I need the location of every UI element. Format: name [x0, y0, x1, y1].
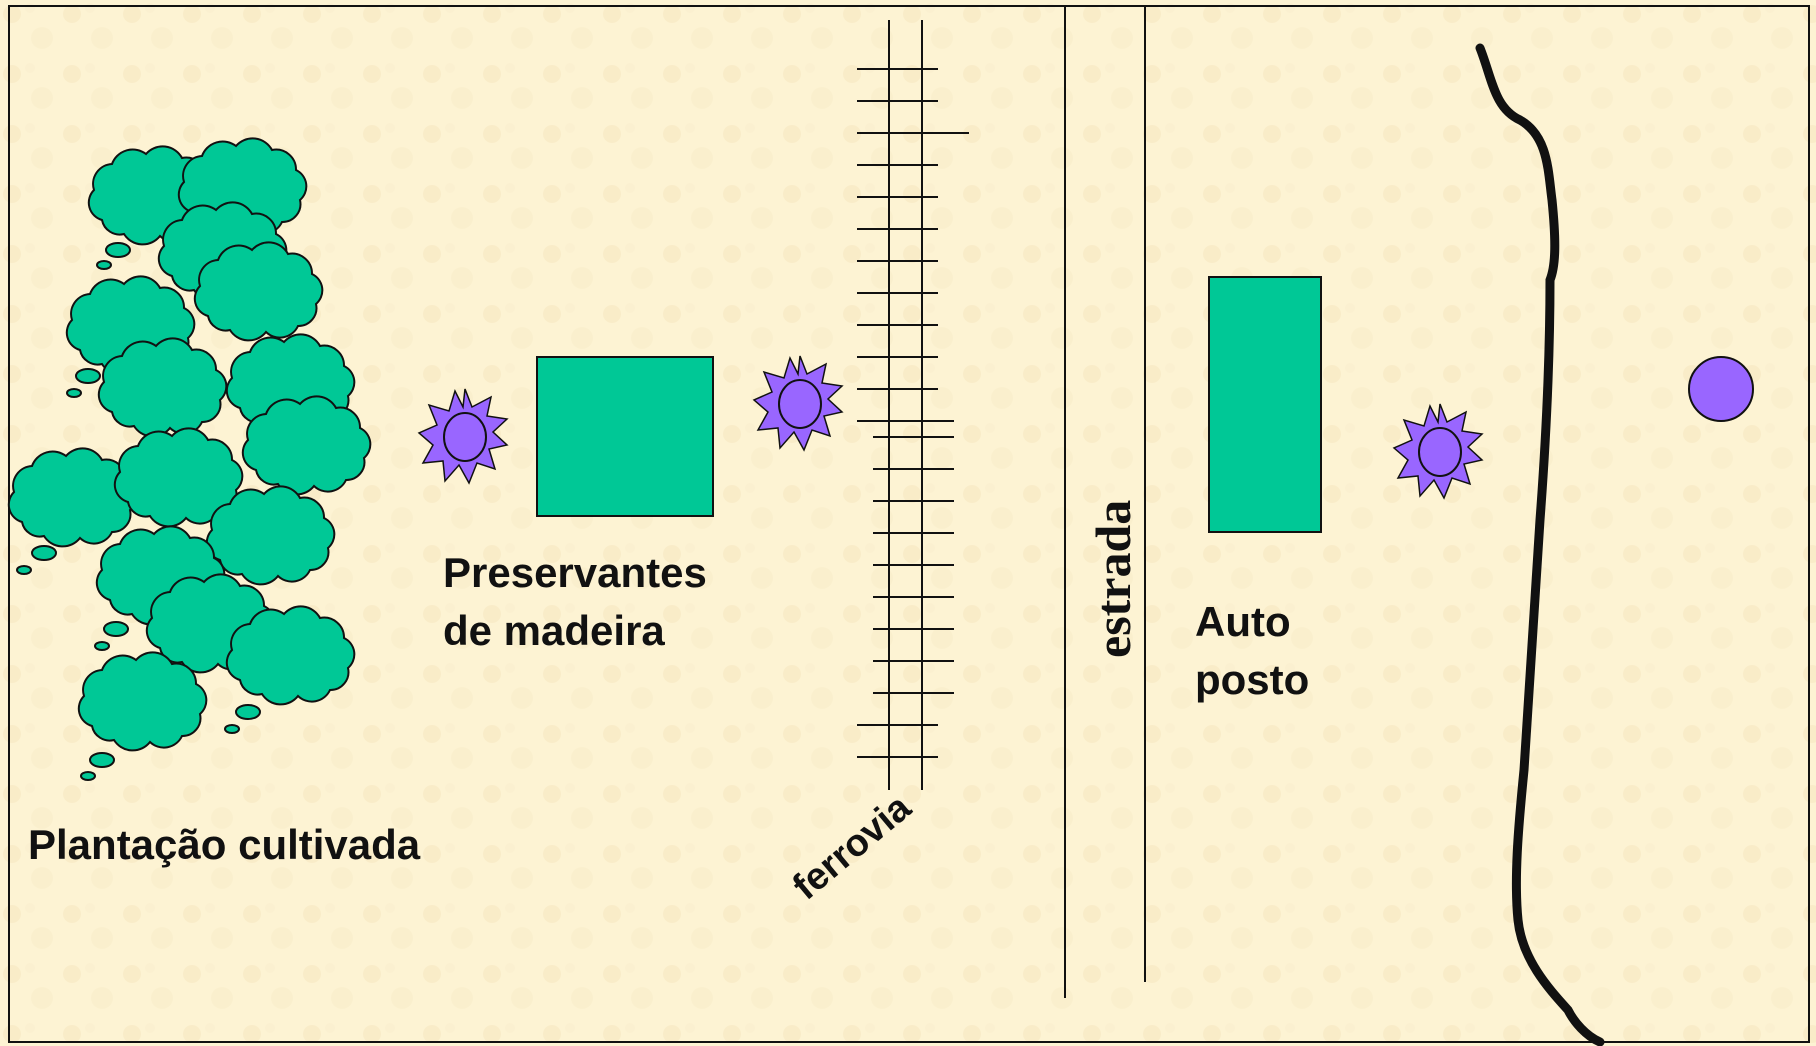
river — [1475, 43, 1605, 1046]
plantation-label: Plantação cultivada — [28, 821, 421, 868]
circle-well-icon — [1688, 356, 1754, 422]
preservatives-label-line2: de madeira — [443, 607, 665, 654]
road-label: estrada — [1085, 499, 1141, 658]
gas-station-building — [1208, 276, 1322, 533]
map-border — [8, 5, 1810, 1043]
gas-station-label-line1: Auto — [1195, 598, 1291, 645]
gas-station-label-line2: posto — [1195, 656, 1310, 703]
tree-cloud-icon — [7, 137, 372, 781]
road — [1064, 6, 1146, 998]
preservatives-label-line1: Preservantes — [443, 549, 707, 596]
railway-track — [857, 20, 969, 790]
preservatives-building — [536, 356, 714, 517]
